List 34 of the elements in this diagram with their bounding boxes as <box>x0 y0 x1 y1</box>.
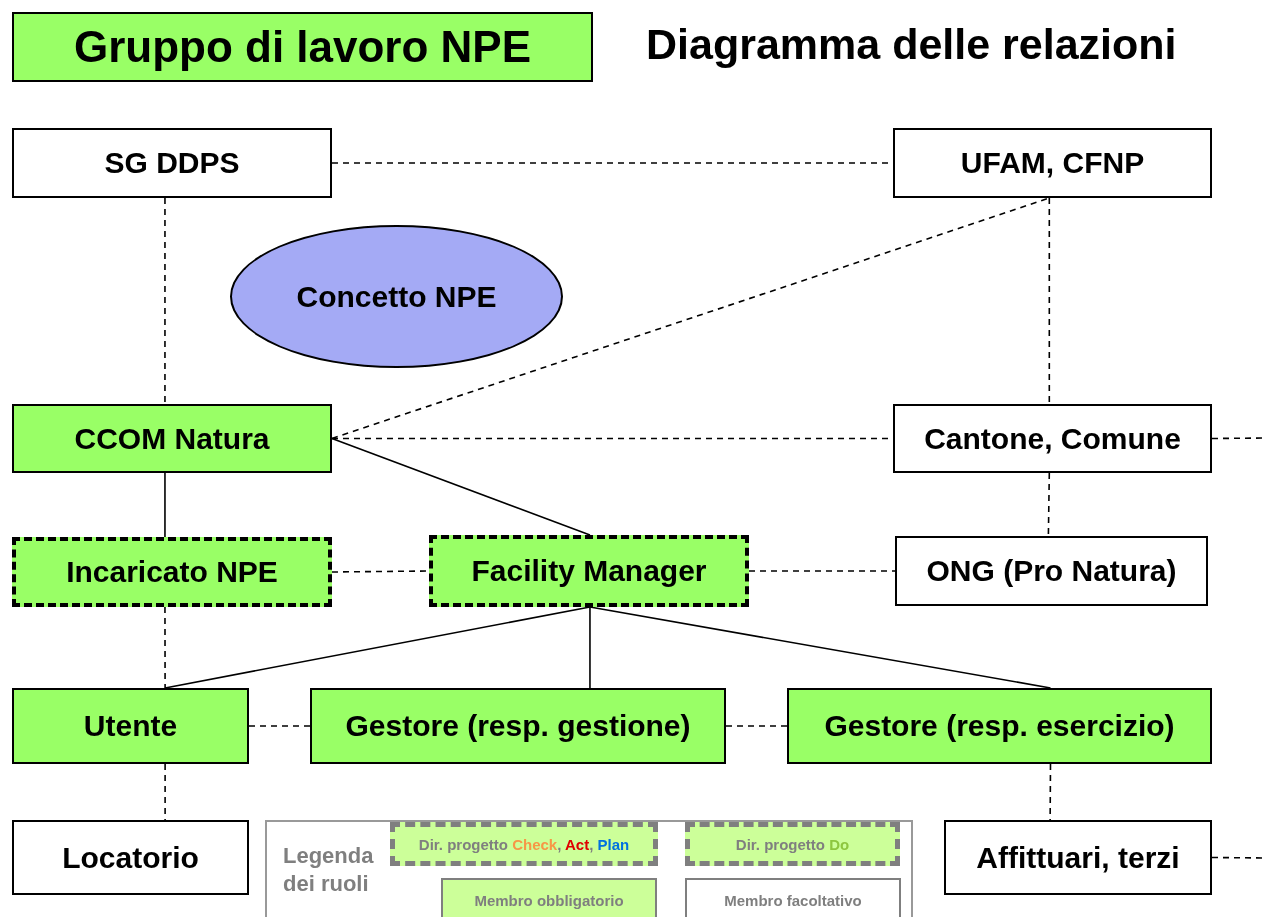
legend-label: Dir. progetto Check, Act, Plan <box>418 835 630 853</box>
dashed-connector <box>725 725 788 727</box>
connector-line <box>589 606 1052 689</box>
legend-label: Membro obbligatorio <box>474 892 624 909</box>
role-box: Facility Manager <box>429 535 749 607</box>
org-box: Locatorio <box>12 820 249 895</box>
role-box: Incaricato NPE <box>12 537 332 607</box>
role-box: Gestore (resp. esercizio) <box>787 688 1212 764</box>
dashed-connector <box>164 606 166 689</box>
role-box: CCOM Natura <box>12 404 332 473</box>
role-box: Gestore (resp. gestione) <box>310 688 726 764</box>
connector-line <box>164 606 591 689</box>
legend-label: Membro facoltativo <box>724 892 862 909</box>
dashed-connector <box>164 763 166 821</box>
org-box: Cantone, Comune <box>893 404 1212 473</box>
org-box: UFAM, CFNP <box>893 128 1212 198</box>
role-box: Utente <box>12 688 249 764</box>
dashed-connector <box>1048 197 1051 405</box>
org-box: SG DDPS <box>12 128 332 198</box>
group-title-box: Gruppo di lavoro NPE <box>12 12 593 82</box>
legend-heading: Legenda dei ruoli <box>283 842 375 897</box>
dashed-connector <box>748 570 896 572</box>
org-box: ONG (Pro Natura) <box>895 536 1208 606</box>
dashed-connector <box>248 725 311 727</box>
connector-line <box>331 437 591 536</box>
diagram-title: Diagramma delle relazioni <box>646 20 1177 69</box>
connector-line <box>589 606 591 689</box>
concept-ellipse: Concetto NPE <box>230 225 563 368</box>
connector-line <box>164 472 166 538</box>
dashed-connector <box>164 197 166 405</box>
org-box: Affittuari, terzi <box>944 820 1212 895</box>
dashed-connector <box>1049 763 1052 821</box>
dashed-connector <box>1047 472 1051 537</box>
legend-label: Dir. progetto Do <box>735 835 850 853</box>
